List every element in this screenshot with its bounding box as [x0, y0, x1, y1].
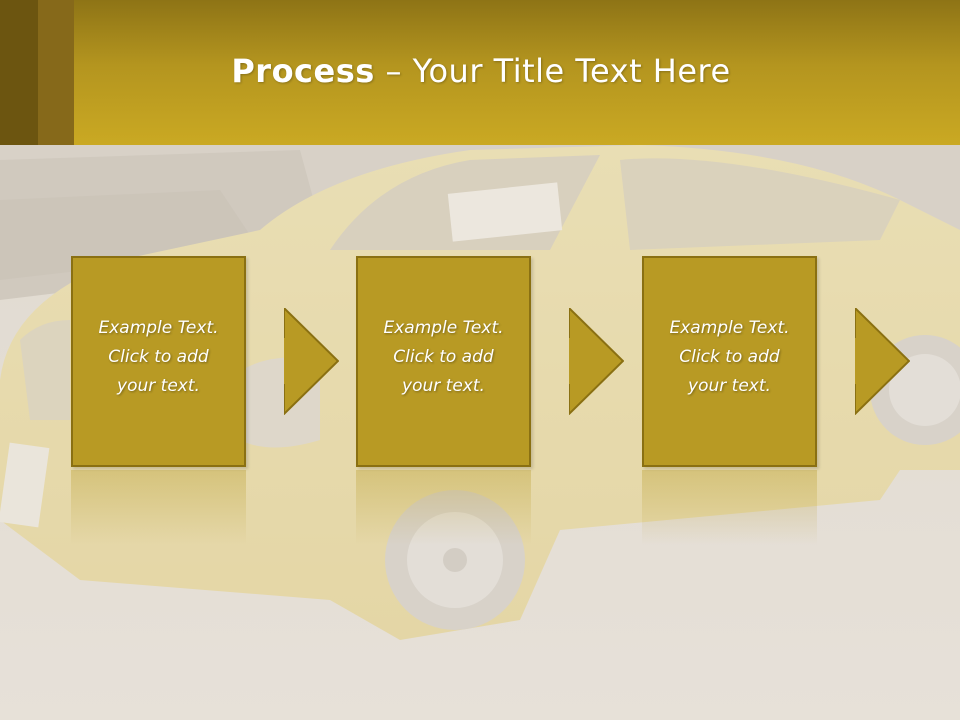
step-reflection: [642, 470, 817, 545]
process-step-1[interactable]: Example Text. Click to add your text.: [71, 256, 246, 467]
step-text[interactable]: Example Text. Click to add your text.: [73, 314, 244, 401]
arrow-right-icon: [284, 308, 339, 415]
step-line: Click to add: [393, 347, 494, 367]
step-reflection: [71, 470, 246, 545]
step-line: Example Text.: [383, 318, 504, 338]
step-reflection: [356, 470, 531, 545]
step-line: Click to add: [108, 347, 209, 367]
title-rest-part: – Your Title Text Here: [374, 52, 731, 90]
decorative-stripe: [38, 0, 74, 145]
step-line: Example Text.: [98, 318, 219, 338]
slide-title[interactable]: Process – Your Title Text Here: [74, 52, 888, 90]
process-step-3[interactable]: Example Text. Click to add your text.: [642, 256, 817, 467]
step-text[interactable]: Example Text. Click to add your text.: [644, 314, 815, 401]
step-line: your text.: [688, 376, 771, 396]
step-line: your text.: [402, 376, 485, 396]
title-bold-part: Process: [231, 52, 375, 90]
arrow-right-icon: [855, 308, 910, 415]
step-line: Example Text.: [669, 318, 790, 338]
arrow-right-icon: [569, 308, 624, 415]
title-bar: Process – Your Title Text Here: [0, 0, 960, 145]
process-step-2[interactable]: Example Text. Click to add your text.: [356, 256, 531, 467]
step-line: your text.: [117, 376, 200, 396]
decorative-stripe: [0, 0, 38, 145]
step-text[interactable]: Example Text. Click to add your text.: [358, 314, 529, 401]
step-line: Click to add: [679, 347, 780, 367]
